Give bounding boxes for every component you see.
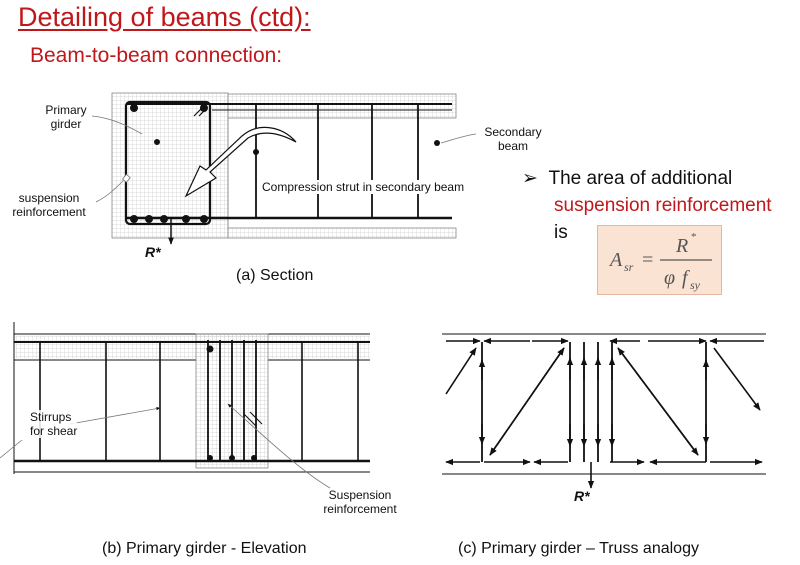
compression-strut-arrow <box>184 126 297 198</box>
formula-lhs: A <box>608 249 623 271</box>
secondary-beam-top-flange <box>227 93 457 119</box>
label-suspension-reinforcement-elev: Suspension reinforcement <box>323 488 397 516</box>
primary-girder-section <box>111 92 229 239</box>
caption-elevation: (b) Primary girder - Elevation <box>102 540 307 557</box>
formula-numerator-sup: * <box>691 231 697 243</box>
secondary-stirrups <box>255 104 419 218</box>
label-compression-strut: Compression strut in secondary beam <box>262 180 465 194</box>
caption-truss: (c) Primary girder – Truss analogy <box>458 540 699 557</box>
truss-diagram <box>442 333 766 489</box>
section-diagram <box>91 92 477 245</box>
bullet-marker: ➢ <box>522 168 538 189</box>
truss-diagonals <box>445 347 761 456</box>
section-bars <box>130 104 440 223</box>
slide-title: Detailing of beams (ctd): <box>18 2 311 32</box>
caption-section: (a) Section <box>236 267 314 284</box>
formula-phi: φ <box>664 267 675 289</box>
top-flange <box>14 334 370 360</box>
suspension-stirrups <box>207 340 257 460</box>
label-suspension-reinforcement: suspension reinforcement <box>12 191 86 219</box>
label-primary-girder: Primary girder <box>45 103 87 131</box>
shear-stirrups <box>39 342 359 461</box>
formula-f-sub: sy <box>690 278 701 292</box>
primary-stirrup <box>124 100 212 226</box>
label-load-section: R* <box>145 244 161 260</box>
truss-verticals <box>481 342 707 462</box>
secondary-beam-bottom-strip <box>227 227 457 239</box>
formula-box: A sr = R * φ f sy <box>597 225 722 295</box>
svg-text:=: = <box>642 249 653 271</box>
elevation-diagram <box>0 322 370 489</box>
formula-lhs-sub: sr <box>624 260 634 274</box>
formula-f: f <box>682 267 690 289</box>
label-load-truss: R* <box>574 488 590 504</box>
bullet-text: ➢ The area of additional suspension rein… <box>522 168 772 243</box>
label-stirrups-for-shear: Stirrups for shear <box>30 410 78 438</box>
slide-subtitle: Beam-to-beam connection: <box>30 44 283 67</box>
formula-numerator: R <box>675 235 688 257</box>
label-secondary-beam: Secondary beam <box>484 125 542 153</box>
formula-svg: A sr = R * φ f sy <box>608 231 712 292</box>
